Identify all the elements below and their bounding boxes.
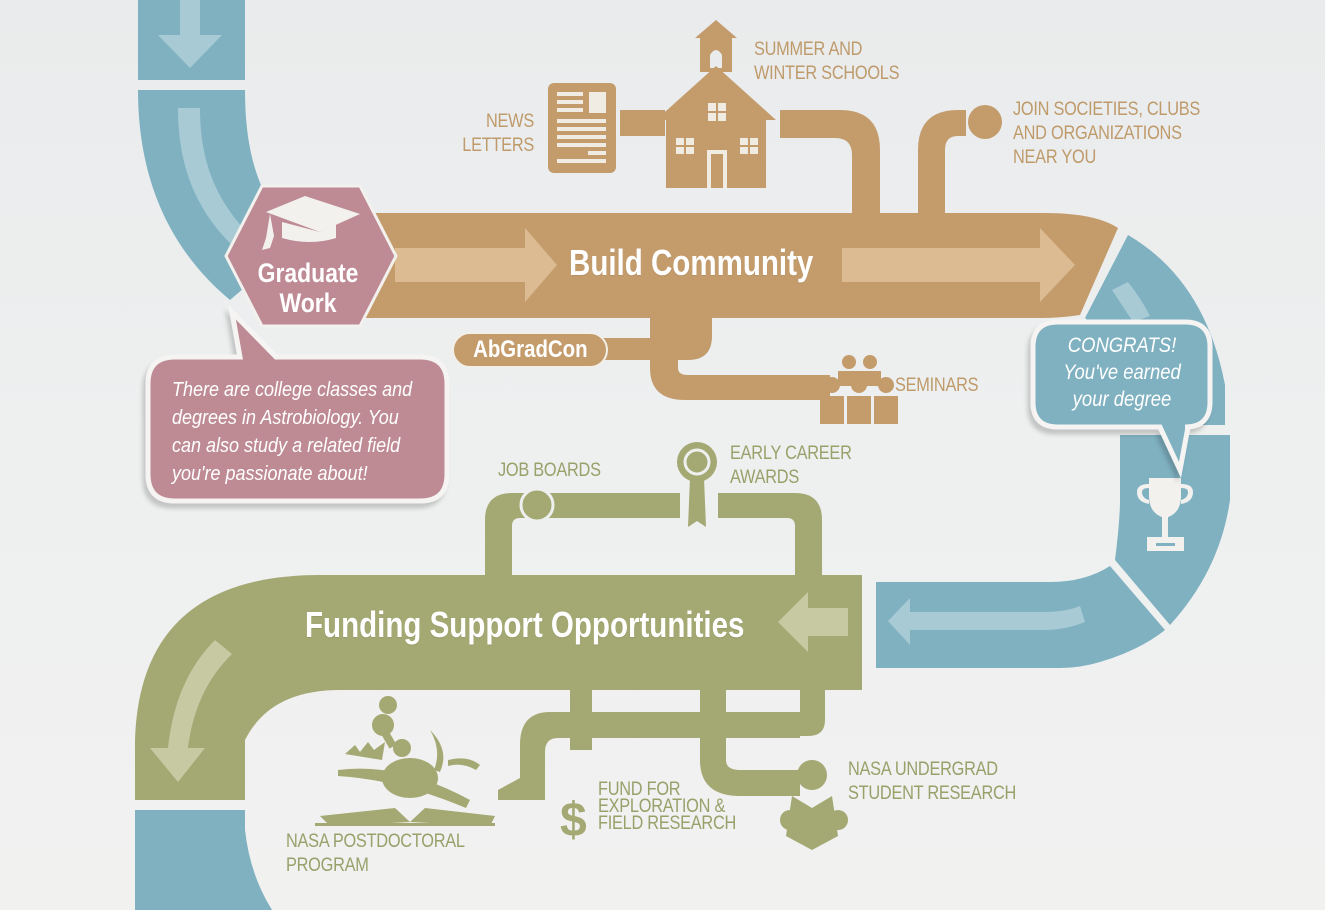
build-branches-bottom — [600, 318, 830, 400]
bubble-line: can also study a related field — [172, 435, 401, 457]
right-arrow-icon — [842, 228, 1075, 302]
label-line: AND ORGANIZATIONS — [1013, 123, 1182, 144]
label-line: WINTER SCHOOLS — [754, 63, 900, 84]
build-branches-top — [620, 105, 1002, 215]
early-career-awards-label: EARLY CAREER AWARDS — [730, 442, 852, 490]
student-reading-icon — [780, 760, 848, 850]
left-arrow-icon — [778, 592, 848, 652]
people-group-icon — [820, 355, 898, 424]
funding-support-title: Funding Support Opportunities — [305, 604, 745, 645]
label-line: NASA POSTDOCTORAL — [286, 831, 465, 852]
award-ribbon-icon — [677, 442, 717, 527]
funding-branches-bottom — [498, 690, 825, 800]
graduate-bubble-text: There are college classes and degrees in… — [172, 376, 412, 488]
label-line: FIELD RESEARCH — [598, 813, 737, 834]
congrats-line2: You've earned — [1063, 361, 1181, 384]
fund-exploration-label: FUND FOR EXPLORATION & FIELD RESEARCH — [598, 779, 737, 834]
congrats-speech-bubble — [1030, 319, 1213, 479]
label-line: PROGRAM — [286, 855, 369, 876]
schoolhouse-icon — [656, 20, 776, 188]
label-line: SUMMER AND — [754, 39, 863, 60]
label-line: NEAR YOU — [1013, 147, 1096, 168]
bubble-line: degrees in Astrobiology. You — [172, 407, 399, 429]
societies-label: JOIN SOCIETIES, CLUBS AND ORGANIZATIONS … — [1013, 98, 1200, 170]
bubble-line: you're passionate about! — [172, 463, 368, 485]
schools-label: SUMMER AND WINTER SCHOOLS — [754, 38, 900, 86]
newsletter-icon — [548, 83, 616, 173]
funding-branches-top — [485, 487, 822, 578]
trophy-icon — [1137, 478, 1193, 551]
funding-support-bar — [135, 575, 862, 800]
label-line: LETTERS — [462, 135, 534, 156]
label-line: EXPLORATION & — [598, 796, 726, 817]
label-line: AWARDS — [730, 467, 799, 488]
bubble-line: There are college classes and — [172, 379, 413, 401]
label-line: NEWS — [486, 111, 534, 132]
nasa-undergrad-label: NASA UNDERGRAD STUDENT RESEARCH — [848, 758, 1016, 806]
graduate-speech-bubble — [145, 304, 450, 504]
newsletters-label: NEWS LETTERS — [453, 110, 534, 158]
graduation-cap-icon — [262, 196, 360, 250]
dollar-icon: $ — [560, 794, 587, 847]
congrats-text: CONGRATS! You've earned your degree — [1040, 332, 1204, 413]
graduate-work-title: Graduate Work — [249, 258, 368, 318]
label-line: NASA UNDERGRAD — [848, 759, 998, 780]
seminars-label: SEMINARS — [895, 375, 979, 396]
label-line: FUND FOR — [598, 779, 681, 800]
graduate-title-line1: Graduate — [257, 258, 359, 288]
job-boards-label: JOB BOARDS — [498, 460, 601, 481]
build-community-bar — [360, 213, 1118, 318]
right-arrow-icon — [395, 228, 557, 302]
down-arrow-icon — [150, 640, 232, 782]
nasa-postdoctoral-label: NASA POSTDOCTORAL PROGRAM — [286, 830, 465, 878]
graduate-title-line2: Work — [279, 288, 337, 318]
abgradcon-label: AbGradCon — [472, 336, 588, 363]
blue-path-bottom-left — [135, 810, 272, 910]
graduate-work-hexagon — [224, 184, 398, 328]
abgradcon-pill: AbGradCon — [452, 332, 608, 368]
nasa-postdoc-emblem-icon — [315, 696, 495, 826]
label-line: EARLY CAREER — [730, 443, 852, 464]
label-line: STUDENT RESEARCH — [848, 783, 1017, 804]
left-arrow-icon — [888, 598, 1085, 645]
congrats-line1: CONGRATS! — [1067, 334, 1177, 357]
down-arrow-icon — [158, 0, 222, 68]
build-community-title: Build Community — [569, 242, 814, 283]
label-line: JOIN SOCIETIES, CLUBS — [1013, 99, 1201, 120]
congrats-line3: your degree — [1072, 388, 1172, 411]
